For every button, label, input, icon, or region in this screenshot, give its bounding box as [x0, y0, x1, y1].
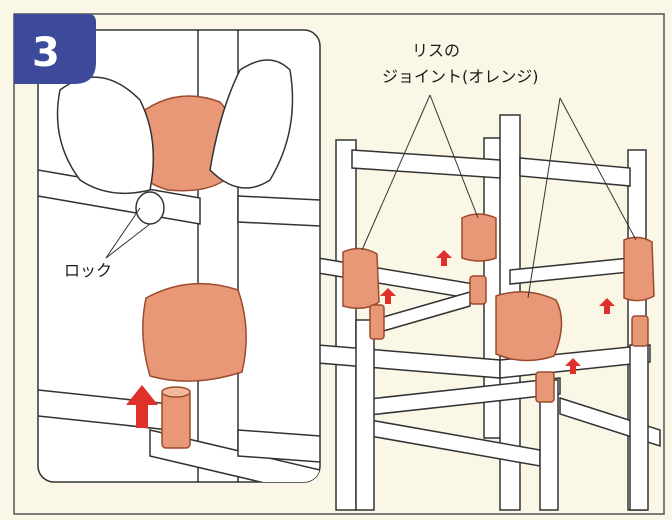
step-number: 3: [32, 30, 60, 76]
squirrel-joint: [623, 236, 655, 302]
connector-socket: [369, 304, 385, 340]
frame-pipe: [519, 157, 631, 187]
squirrel-joint-label-line2: ジョイント(オレンジ): [382, 67, 539, 86]
connector-socket: [631, 315, 649, 347]
lock-label: ロック: [64, 261, 112, 280]
up-arrow: [599, 298, 615, 314]
squirrel-joint: [342, 247, 380, 309]
frame-pipe: [379, 291, 471, 333]
frame-assembly-scene: [317, 114, 661, 511]
socket-opening: [161, 386, 191, 398]
frame-pipe: [629, 344, 649, 511]
frame-pipe: [355, 319, 375, 511]
squirrel-joint-label-line1: リスの: [412, 41, 460, 60]
outer-frame: [13, 13, 665, 515]
lock-ring: [135, 191, 165, 225]
horizontal-pipe: [237, 429, 320, 463]
frame-pipe: [509, 257, 631, 285]
frame-pipe: [351, 149, 501, 179]
insert-arrows: [380, 250, 615, 374]
squirrel-joint: [495, 291, 563, 362]
up-arrow: [380, 288, 396, 304]
up-arrow: [565, 358, 581, 374]
left-hand: [56, 76, 155, 195]
connector-socket: [535, 371, 555, 403]
lock-leader-lines: [105, 207, 151, 259]
insert-up-arrow: [126, 385, 158, 428]
connector-socket: [469, 275, 487, 305]
squirrel-leader-lines: [361, 94, 637, 299]
squirrel-joint-lower: [142, 282, 247, 382]
frame-pipe: [359, 377, 561, 417]
right-hand: [209, 59, 294, 189]
step-badge: [14, 14, 96, 84]
squirrel-joint: [461, 213, 497, 262]
horizontal-pipe: [237, 195, 320, 227]
up-arrow: [436, 250, 452, 266]
frame-pipe: [335, 139, 357, 511]
connector-socket: [161, 389, 191, 449]
closeup-drawing: [38, 30, 320, 482]
